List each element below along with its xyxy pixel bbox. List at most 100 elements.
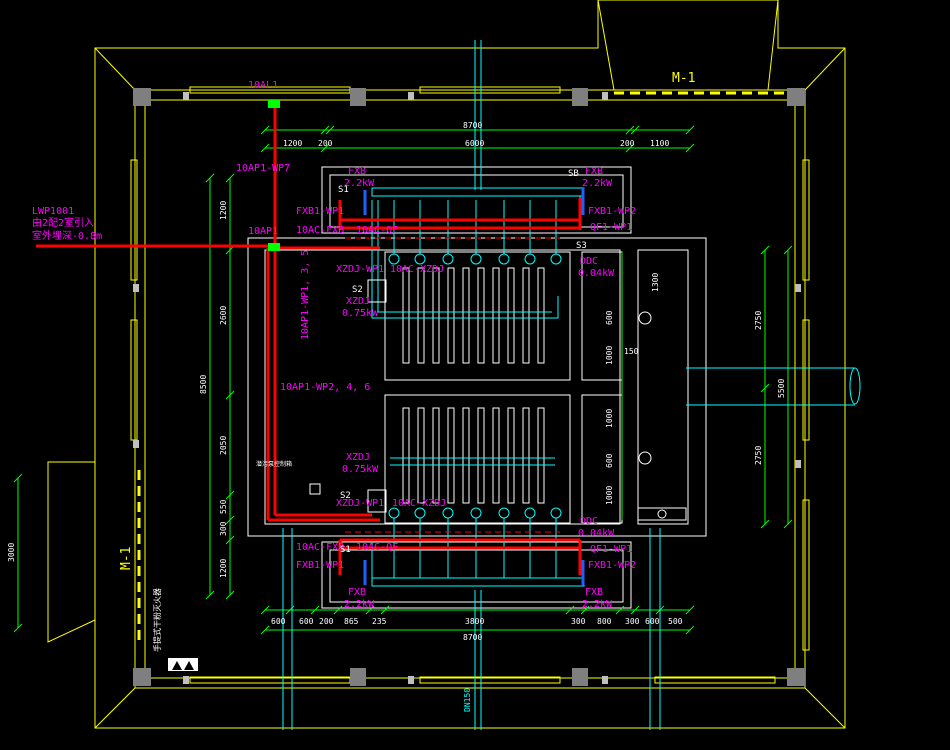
dim-left-total: 8500	[199, 375, 208, 394]
filter-slot	[402, 407, 410, 504]
valve	[524, 507, 536, 519]
dimension-tick	[380, 605, 390, 615]
label-ddc-power: 0.04kW	[578, 268, 615, 279]
dimension-tick	[685, 125, 695, 135]
label-fxb1-wp1: FXB1-WP1	[296, 206, 344, 217]
valve	[550, 507, 562, 519]
valve	[388, 253, 400, 265]
dimension-tick	[365, 605, 375, 615]
label-lwp1001: LWP1001	[32, 206, 74, 217]
label-ddc-b: DDC	[580, 516, 598, 527]
dim-top-200a: 200	[318, 139, 333, 148]
dim-right-1300: 1300	[651, 273, 660, 292]
filter-slot	[522, 407, 530, 504]
dimension-tick	[225, 173, 235, 183]
valve	[498, 507, 510, 519]
label-10al1: 10AL1	[248, 80, 278, 91]
dimension-tick	[630, 605, 640, 615]
dimension-tick	[580, 605, 590, 615]
label-xzdj-b-power: 0.75kW	[342, 464, 379, 475]
dimension-tick	[225, 590, 235, 600]
dimension-tick	[325, 125, 335, 135]
filter-slots-lower	[402, 407, 545, 504]
power-cables-thin	[345, 237, 560, 533]
equipment	[309, 279, 687, 521]
power-cables	[36, 108, 582, 575]
valve	[470, 507, 482, 519]
label-wp7: 10AP1-WP7	[236, 163, 290, 174]
dim-top-1200: 1200	[283, 139, 302, 148]
label-10ac-fxb: 10AC-FXB	[296, 225, 344, 236]
label-10ac-qf: 10AC-QF	[356, 225, 398, 236]
label-10ac-xzdj-b: 10AC-XZDJ	[392, 498, 446, 509]
label-s1-bottom: S1	[340, 545, 351, 555]
dimension-tick	[225, 515, 235, 525]
extinguisher-icons	[168, 658, 198, 671]
label-wp135: 10AP1-WP1, 3, 5	[300, 250, 311, 340]
dim-bottom-865: 865	[344, 617, 359, 626]
label-fxb-bl: FXB	[348, 587, 366, 598]
dim-right-upper: 2750	[754, 311, 763, 330]
valve	[442, 253, 454, 265]
dim-right-1000b: 1000	[605, 409, 614, 428]
label-fxb1-wp2: FXB1-WP2	[588, 206, 636, 217]
label-fxb-tr: FXB	[585, 166, 603, 177]
dimension-tick	[565, 605, 575, 615]
label-xzdj-b: XZDJ	[346, 452, 370, 463]
structural-columns	[133, 88, 805, 686]
valves	[388, 200, 562, 578]
filter-slot	[507, 267, 515, 364]
dimension-tick	[260, 605, 270, 615]
dimension-tick	[205, 173, 215, 183]
dimension-tick	[285, 605, 295, 615]
dim-left-300: 300	[219, 521, 228, 536]
dimension-tick	[615, 605, 625, 615]
valve	[524, 253, 536, 265]
label-10ac-xzdj: 10AC-XZDJ	[390, 264, 444, 275]
dim-top-inner: 6000	[465, 139, 484, 148]
dim-right-600b: 600	[605, 453, 614, 468]
filter-slot	[507, 407, 515, 504]
filter-slot	[492, 407, 500, 504]
label-fxb1-wp1-b: FXB1-WP1	[296, 560, 344, 571]
valve	[442, 507, 454, 519]
dim-bottom-235: 235	[372, 617, 387, 626]
dim-top-1100: 1100	[650, 139, 669, 148]
dim-bottom-200: 200	[319, 617, 334, 626]
dim-right-lower: 2750	[754, 446, 763, 465]
label-xzdj-wp1: XZDJ-WP1	[336, 264, 384, 275]
label-10ap1: 10AP1	[248, 226, 278, 237]
filter-slot	[447, 267, 455, 364]
label-xzdj: XZDJ	[346, 296, 370, 307]
filter-slot	[492, 267, 500, 364]
label-10ac-fxb-b: 10AC-FXB	[296, 542, 344, 553]
label-ddc-b-power: 0.04kW	[578, 528, 615, 539]
label-s1-top: S1	[338, 185, 349, 195]
label-s2-bottom: S2	[340, 491, 351, 501]
label-fxb1-wp2-b: FXB1-WP2	[588, 560, 636, 571]
valve	[414, 253, 426, 265]
label-extinguisher: 手提式干粉灭火器	[152, 588, 162, 652]
dim-bottom-500: 500	[668, 617, 683, 626]
dimension-tick	[760, 245, 770, 255]
dim-left-2050: 2050	[219, 436, 228, 455]
valve	[498, 253, 510, 265]
dimension-tick	[685, 625, 695, 635]
filter-slot	[432, 267, 440, 364]
dimension-tick	[320, 125, 330, 135]
dim-right-150: 150	[624, 347, 639, 356]
dimension-tick	[260, 143, 270, 153]
label-fxb-tr-power: 2.2kW	[582, 178, 613, 189]
dimension-tick	[625, 143, 635, 153]
filter-slot	[477, 407, 485, 504]
dimension-tick	[625, 125, 635, 135]
dimension-tick	[760, 383, 770, 393]
dimension-tick	[260, 625, 270, 635]
dim-top-total: 8700	[463, 121, 482, 130]
label-xzdj-wp1-b: XZDJ-WP1	[336, 498, 384, 509]
label-lwp-note2: 室外埋深-0.8m	[32, 229, 102, 242]
dimension-tick	[225, 390, 235, 400]
dim-left-door: 3000	[7, 543, 16, 562]
dim-bottom-300a: 300	[571, 617, 586, 626]
